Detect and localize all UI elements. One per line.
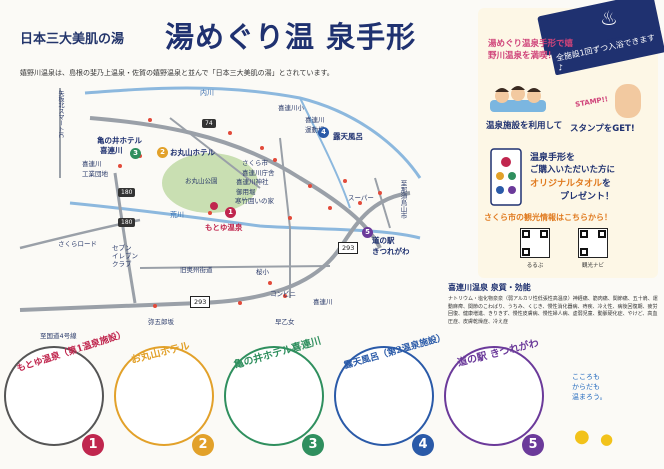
- pass-card-illustration: [490, 148, 522, 206]
- cta-text: こころも からだも 温まろう。: [572, 373, 607, 401]
- promo-text: 湯めぐり温泉手形で嬉野川温泉を満喫！: [488, 39, 574, 61]
- tourism-link[interactable]: さくら市の観光情報はこちらから！: [484, 213, 612, 222]
- road-route-180: [113, 172, 137, 304]
- map-label-nasukarasuyama: 至那須烏山市: [399, 180, 407, 219]
- map-label-kamenoi-hotel: 亀の井ホテル: [97, 136, 142, 145]
- stamp-ring-4[interactable]: [334, 346, 434, 446]
- map-label-sakura-road: さくらロード: [58, 240, 97, 248]
- qr-caption-kanko: 観光ナビ: [581, 263, 604, 269]
- stamp-hand-illustration: [615, 84, 641, 118]
- road-old: [139, 265, 331, 269]
- map-label-kaido: 喜連川: [313, 298, 333, 306]
- stamp-ring-1[interactable]: [4, 346, 104, 446]
- offer-line4: プレゼント！: [560, 192, 615, 202]
- road-route-293: [19, 191, 411, 312]
- road-badge-180-b: 180: [118, 218, 136, 227]
- stamp-number-2: 2: [192, 434, 214, 456]
- map-label-yasaka: 弥五郎坂: [148, 318, 174, 326]
- stamp-ring-3[interactable]: [224, 346, 324, 446]
- map-label-national-road: 至国道4号線: [40, 332, 77, 340]
- offer-line2: ご購入いただいた方に: [530, 165, 616, 175]
- map-label-sakura: さくら市 喜連川庁舎: [242, 159, 275, 177]
- qr-caption-rurubu: るるぶ: [526, 263, 544, 269]
- step2-text: スタンプをGET!: [570, 124, 635, 134]
- map-label-undoujo: 喜連川 運動場: [305, 116, 325, 134]
- marker-park: [210, 202, 218, 210]
- onsen-info: 喜連川温泉 泉質・効能 ナトリウム・塩化物泉泉（弱アルカリ性低張性高温泉）神経痛…: [448, 282, 660, 342]
- map-stop-5[interactable]: 5: [362, 227, 373, 238]
- step1-text: 温泉施設を利用して: [486, 121, 563, 131]
- duck-small-icon: ●: [600, 430, 614, 448]
- stamp-card-3[interactable]: 亀の井ホテル喜連川 3: [222, 336, 327, 464]
- map-label-old-road: 旧奥州街道: [180, 266, 213, 274]
- qr-code-rurubu[interactable]: [520, 228, 550, 258]
- river-arakawa: [69, 201, 421, 240]
- map-stop-1[interactable]: 1: [225, 207, 236, 218]
- map-stop-4[interactable]: 4: [318, 127, 329, 138]
- road-main-diagonal: [89, 116, 382, 249]
- map-label-sakura-school: 桜小: [256, 268, 269, 276]
- river-label-uchikawa: 内川: [200, 89, 214, 97]
- map-stop-2[interactable]: 2: [157, 147, 168, 158]
- river-label-arakawa: 荒川: [170, 211, 184, 219]
- stamp-number-4: 4: [412, 434, 434, 456]
- road-badge-293-a: 293: [190, 296, 211, 308]
- map-label-super: スーパー: [348, 194, 374, 202]
- info-title: 喜連川温泉 泉質・効能: [448, 283, 531, 292]
- road-badge-293-b: 293: [338, 242, 359, 254]
- map-label-ic: 矢板北スマートIC: [57, 90, 64, 138]
- map-label-michinoeki: 道の駅 きつれがわ: [372, 236, 410, 256]
- offer-line3: を: [602, 179, 612, 189]
- road-74: [169, 117, 261, 189]
- stamp-card-1[interactable]: もとゆ温泉（第1温泉施設） 1: [2, 330, 127, 464]
- road-badge-74: 74: [202, 119, 216, 128]
- offer-highlight: オリジナルタオル: [530, 179, 603, 189]
- duck-icon: ●: [574, 426, 590, 447]
- map-label-kitsuregawa: 喜連川: [100, 146, 123, 155]
- stamp-number-5: 5: [522, 434, 544, 456]
- road-badge-180-a: 180: [118, 188, 136, 197]
- map-label-convenience: コンビニ: [270, 290, 296, 298]
- area-map[interactable]: [0, 78, 450, 340]
- map-label-kogyo: 喜連川 工業団地: [82, 160, 108, 178]
- map-stop-3[interactable]: 3: [130, 148, 141, 159]
- intro-text: 嬉野川温泉は、島根の斐乃上温泉・佐賀の嬉野温泉と並んで「日本三大美肌の湯」とされ…: [20, 69, 334, 77]
- onsen-icon: ♨: [600, 6, 618, 30]
- map-label-rotenburo: 露天風呂: [333, 132, 363, 141]
- map-label-motoyu: もとゆ温泉: [205, 223, 243, 232]
- map-label-honkaku: 寒竹囲いの家: [235, 197, 274, 205]
- map-label-park: お丸山公園: [185, 177, 218, 185]
- header-subtitle: 日本三大美肌の湯: [20, 32, 125, 47]
- stamp-number-3: 3: [302, 434, 324, 456]
- stamp-ring-2[interactable]: [114, 346, 214, 446]
- stamp-ring-5[interactable]: [444, 346, 544, 446]
- stamp-number-1: 1: [82, 434, 104, 456]
- traffic-lights: [118, 118, 382, 308]
- offer-line1: 温泉手形を: [530, 153, 576, 163]
- river-uchikawa: [84, 86, 422, 179]
- page-title: 湯めぐり温 泉手形: [165, 20, 417, 54]
- map-label-okarayama-hotel: お丸山ホテル: [170, 148, 215, 157]
- qr-code-kanko[interactable]: [578, 228, 608, 258]
- road-right: [374, 177, 391, 229]
- stamp-card-4[interactable]: 露天風呂（第2温泉施設） 4: [332, 333, 447, 464]
- map-label-jinja: 喜連川神社 御用堀: [236, 178, 269, 196]
- river-small: [299, 97, 351, 209]
- map-label-school: 喜連川小: [278, 104, 304, 112]
- bathers-illustration: [490, 86, 546, 112]
- map-label-hayaotome: 早乙女: [275, 318, 295, 326]
- road-vertical: [279, 137, 291, 298]
- stamp-card-5[interactable]: 道の駅 きつれがわ 5: [442, 338, 547, 464]
- map-label-seven: セブン イレブン クラブ: [112, 244, 138, 268]
- info-body: ナトリウム・塩化物泉泉（弱アルカリ性低張性高温泉）神経痛、筋肉痛、関節痛、五十肩…: [448, 296, 658, 325]
- stamp-card-2[interactable]: お丸山ホテル 2: [112, 341, 217, 464]
